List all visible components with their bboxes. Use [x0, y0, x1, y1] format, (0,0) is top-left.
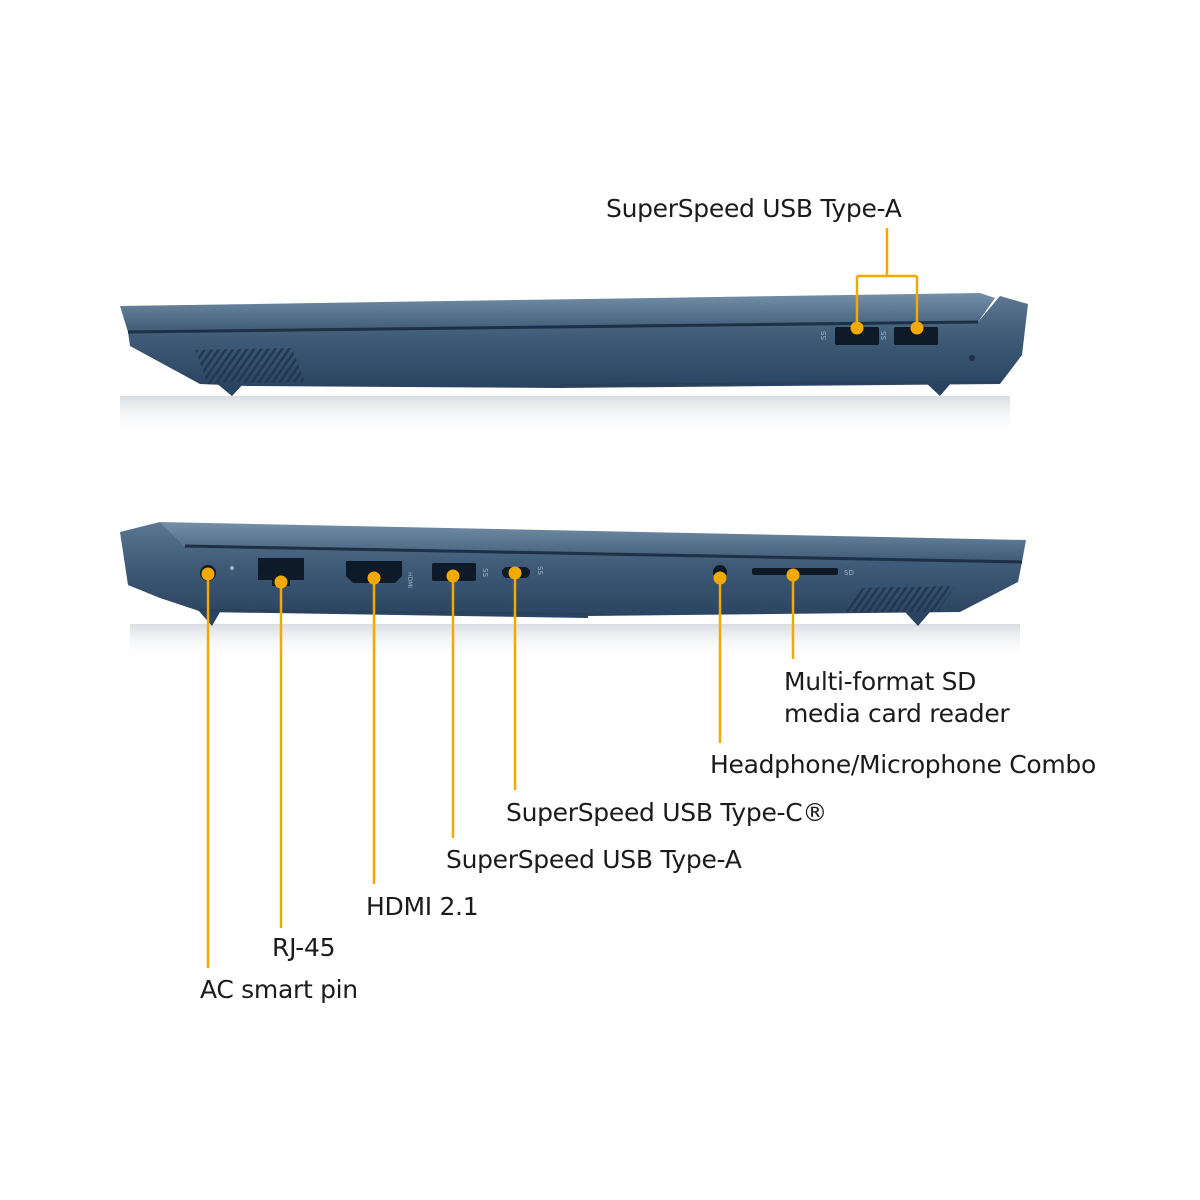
ac-pin-label: AC smart pin — [200, 975, 358, 1004]
bottom-vent — [845, 586, 955, 612]
sd-reader-label-line1: Multi-format SD — [784, 667, 977, 696]
top-foot-right — [925, 382, 952, 396]
top-usb-callout-line — [855, 228, 919, 326]
top-usb-right-marking: SS — [880, 331, 888, 340]
bottom-lid-seam — [184, 544, 1023, 564]
top-laptop-lid — [120, 293, 995, 332]
hdmi-marking: HDMI — [406, 572, 413, 588]
rj45-dot — [274, 575, 288, 589]
top-lid-seam — [127, 320, 979, 334]
sd-reader-label-line2: media card reader — [784, 699, 1010, 728]
bottom-bottom-edge — [199, 609, 589, 615]
top-laptop-body — [128, 296, 1028, 388]
hdmi-dot — [367, 571, 381, 585]
top-usb-left-dot — [850, 321, 864, 335]
top-vent — [195, 348, 305, 384]
top-usb-left-marking: SS — [820, 331, 828, 340]
hdmi-label: HDMI 2.1 — [366, 892, 479, 921]
bottom-foot-right — [905, 612, 930, 626]
bottom-laptop-lid — [160, 522, 1026, 562]
rj45-label: RJ-45 — [272, 933, 336, 962]
usb-c-label: SuperSpeed USB Type-C® — [506, 798, 828, 827]
headphone-dot — [713, 571, 727, 585]
bottom-laptop-shadow — [130, 624, 1020, 660]
bottom-callouts — [206, 574, 795, 968]
top-callouts — [855, 228, 919, 326]
top-callout-dots — [850, 321, 924, 335]
sd-dot — [786, 568, 800, 582]
rj45-port — [258, 558, 304, 586]
top-usb-a-label: SuperSpeed USB Type-A — [606, 194, 902, 223]
top-usb-right-dot — [910, 321, 924, 335]
usb-a-label: SuperSpeed USB Type-A — [446, 845, 742, 874]
usb-c-marking: SS — [536, 566, 544, 575]
bottom-laptop-body — [120, 522, 1022, 618]
sd-marking: SD — [844, 569, 854, 577]
top-laptop-shadow — [120, 396, 1010, 436]
bottom-laptop-side: HDMI SS SS SD — [120, 522, 1026, 660]
top-laptop-side: SS SS — [120, 293, 1028, 436]
usb-c-dot — [508, 566, 522, 580]
top-lock-slot — [969, 355, 975, 361]
ac-pin-dot — [201, 567, 215, 581]
usb-a-marking: SS — [481, 568, 489, 577]
ac-indicator — [230, 566, 234, 570]
headphone-label: Headphone/Microphone Combo — [710, 750, 1096, 779]
sd-reader-label: Multi-format SD media card reader — [784, 666, 1010, 730]
top-usb-port-right — [894, 327, 938, 345]
top-usb-port-left — [835, 327, 879, 345]
bottom-callout-dots — [201, 566, 800, 589]
usb-a-dot — [446, 569, 460, 583]
top-foot-left — [215, 382, 245, 396]
